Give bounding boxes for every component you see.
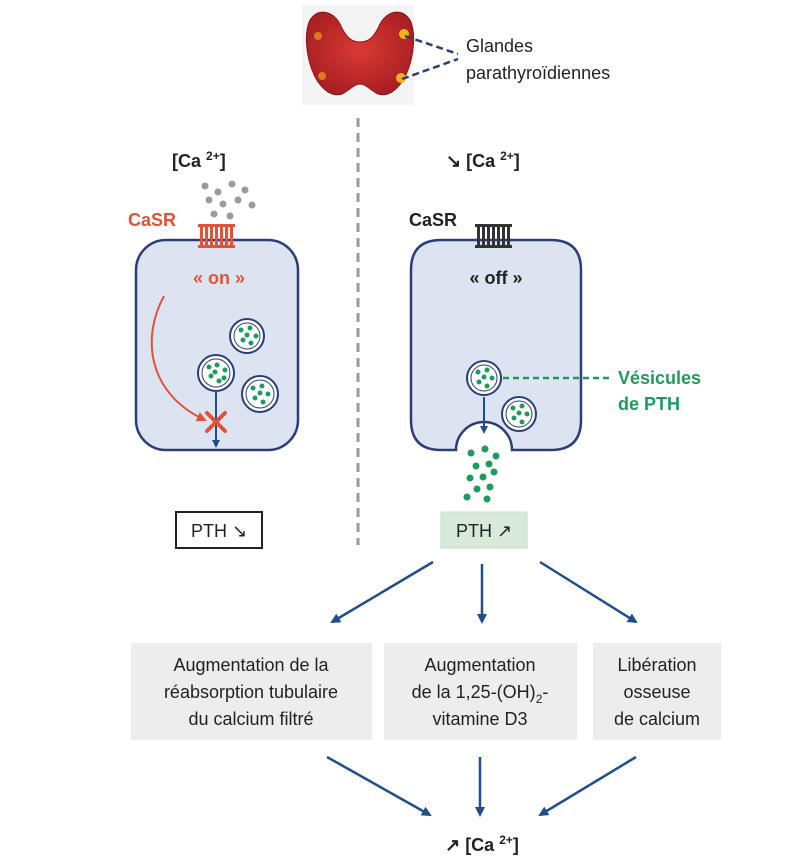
effect-bone-line2: osseuse — [623, 682, 690, 702]
effect-bone-line1: Libération — [617, 655, 696, 675]
blocked-cross-icon — [205, 411, 227, 433]
effect-tubular-line1: Augmentation de la — [173, 655, 329, 675]
vesicle-right-2 — [501, 396, 537, 432]
gland-label-connectors — [401, 34, 459, 81]
right-casr-receptor — [475, 224, 512, 248]
effect-box-vitamin-d — [384, 643, 577, 740]
left-ca-label: [Ca 2+] — [172, 149, 226, 171]
vesicle-left-2 — [197, 354, 235, 392]
gland-label-line2: parathyroïdiennes — [466, 63, 610, 83]
effect-bone-line3: de calcium — [614, 709, 700, 729]
left-casr-label: CaSR — [128, 210, 176, 230]
vesicles-label-line2: de PTH — [618, 394, 680, 414]
effect-box-bone — [593, 643, 721, 740]
effect-tubular-line2: réabsorption tubulaire — [164, 682, 338, 702]
left-pth-label: PTH ↘ — [191, 521, 247, 541]
parathyroid-gland-image — [302, 5, 415, 105]
vesicle-left-1 — [229, 318, 265, 354]
effect-result-arrows — [326, 755, 637, 817]
left-pth-box — [175, 511, 263, 549]
right-pth-label: PTH ↗ — [456, 521, 512, 541]
right-cell — [409, 238, 583, 452]
vesicle-left-3 — [241, 375, 279, 413]
gland-label-line1: Glandes — [466, 36, 533, 56]
right-pth-box — [440, 511, 528, 549]
calcium-ions-left — [201, 180, 256, 220]
left-casr-receptor — [198, 224, 235, 248]
left-state-on: « on » — [193, 268, 245, 288]
pth-effect-arrows — [330, 560, 638, 624]
right-casr-label: CaSR — [409, 210, 457, 230]
effect-box-tubular — [131, 643, 372, 740]
vesicle-right-1 — [466, 360, 502, 396]
result-ca-label: ↗ [Ca 2+] — [445, 833, 519, 855]
pth-exocytosis-dots — [463, 445, 500, 503]
effect-tubular-line3: du calcium filtré — [188, 709, 313, 729]
vesicles-label-line1: Vésicules — [618, 368, 701, 388]
right-ca-label: ↘ [Ca 2+] — [446, 149, 520, 171]
effect-vitd-line3: vitamine D3 — [432, 709, 527, 729]
inhibition-arrow — [150, 295, 207, 422]
right-state-off: « off » — [469, 268, 522, 288]
effect-vitd-line2: de la 1,25-(OH)2- — [412, 682, 549, 706]
effect-vitd-line1: Augmentation — [424, 655, 535, 675]
